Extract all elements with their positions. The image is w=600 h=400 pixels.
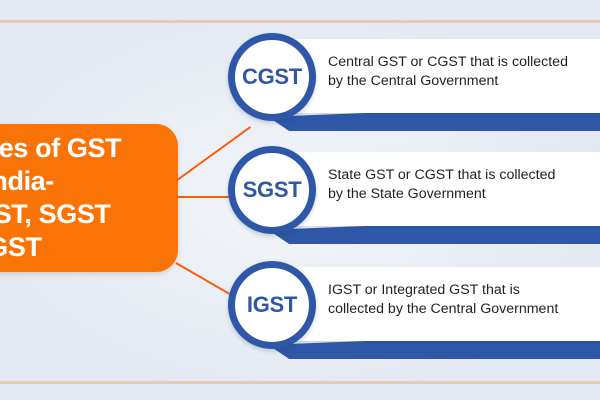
- card-text-igst-line-1: IGST or Integrated GST that is: [328, 282, 520, 298]
- card-text-igst: IGST or Integrated GST that is collected…: [328, 281, 600, 319]
- title-line-4: & IGST: [0, 232, 42, 262]
- card-igst: IGST or Integrated GST that is collected…: [266, 267, 600, 341]
- badge-label-cgst: CGST: [242, 64, 302, 89]
- badge-label-sgst: SGST: [242, 177, 302, 202]
- title-text: Types of GST in India- CGST, SGST & IGST: [0, 132, 178, 264]
- title-line-3: CGST, SGST: [0, 199, 111, 229]
- badge-sgst: SGST: [228, 146, 316, 234]
- card-text-igst-line-2: collected by the Central Government: [328, 301, 559, 317]
- card-text-sgst-line-1: State GST or CGST that is collected: [328, 167, 556, 183]
- card-text-cgst: Central GST or CGST that is collected by…: [328, 53, 600, 91]
- gst-item-cgst: Central GST or CGST that is collected by…: [228, 33, 600, 143]
- bottom-divider-rule: [0, 381, 600, 384]
- card-text-sgst-line-2: by the State Government: [328, 186, 486, 202]
- badge-igst: IGST: [228, 261, 316, 349]
- card-cgst: Central GST or CGST that is collected by…: [266, 39, 600, 113]
- title-line-1: Types of GST: [0, 133, 122, 163]
- card-text-cgst-line-1: Central GST or CGST that is collected: [328, 54, 568, 70]
- card-text-sgst: State GST or CGST that is collected by t…: [328, 166, 600, 204]
- title-box: Types of GST in India- CGST, SGST & IGST: [0, 124, 178, 272]
- gst-item-igst: IGST or Integrated GST that is collected…: [228, 261, 600, 371]
- top-divider-rule: [0, 20, 600, 23]
- badge-cgst: CGST: [228, 33, 316, 121]
- connector-line-sgst: [176, 196, 248, 198]
- card-sgst: State GST or CGST that is collected by t…: [266, 152, 600, 226]
- badge-label-igst: IGST: [246, 292, 298, 317]
- gst-item-sgst: State GST or CGST that is collected by t…: [228, 146, 600, 256]
- card-text-cgst-line-2: by the Central Government: [328, 73, 499, 89]
- title-line-2: in India-: [0, 166, 54, 196]
